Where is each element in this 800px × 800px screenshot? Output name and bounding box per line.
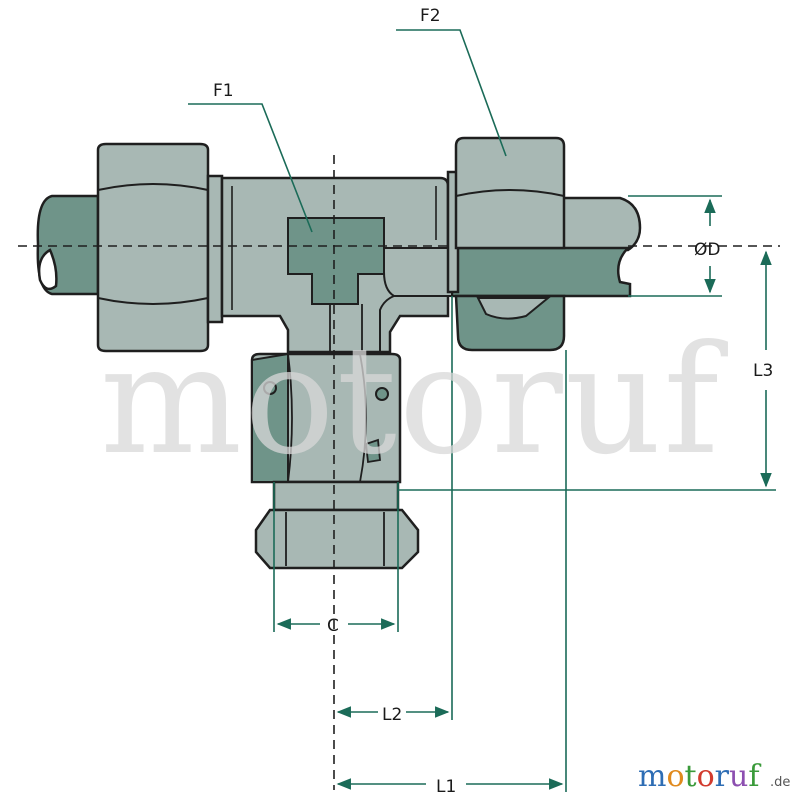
brand-letter: r bbox=[715, 759, 730, 794]
leader-lines bbox=[188, 29, 507, 233]
label-c: C bbox=[327, 616, 339, 636]
label-l3: L3 bbox=[753, 361, 773, 381]
label-l1: L1 bbox=[436, 777, 456, 797]
brand-letter: m bbox=[638, 759, 666, 794]
brand-letter: o bbox=[697, 759, 715, 794]
brand-logo: motoruf .de bbox=[638, 759, 790, 794]
label-f2: F2 bbox=[420, 6, 441, 26]
brand-letter: f bbox=[748, 759, 761, 794]
watermark-text: motoruf bbox=[100, 314, 728, 488]
left-union-nut bbox=[96, 142, 224, 353]
left-tube bbox=[36, 194, 100, 296]
dimension-lines bbox=[273, 195, 776, 792]
label-f1: F1 bbox=[213, 81, 234, 101]
center-lines bbox=[18, 155, 780, 790]
brand-letter: o bbox=[666, 759, 684, 794]
fitting-body bbox=[220, 176, 453, 471]
brand-letter: u bbox=[729, 759, 748, 794]
label-l2: L2 bbox=[382, 705, 402, 725]
label-od: ØD bbox=[694, 240, 720, 260]
brand-suffix: .de bbox=[770, 775, 790, 790]
brand-letter: t bbox=[685, 759, 697, 794]
right-tube bbox=[450, 196, 642, 298]
right-union-nut bbox=[446, 136, 566, 352]
bottom-swivel-nut bbox=[250, 352, 420, 570]
brand-wordmark: motoruf bbox=[638, 759, 761, 794]
